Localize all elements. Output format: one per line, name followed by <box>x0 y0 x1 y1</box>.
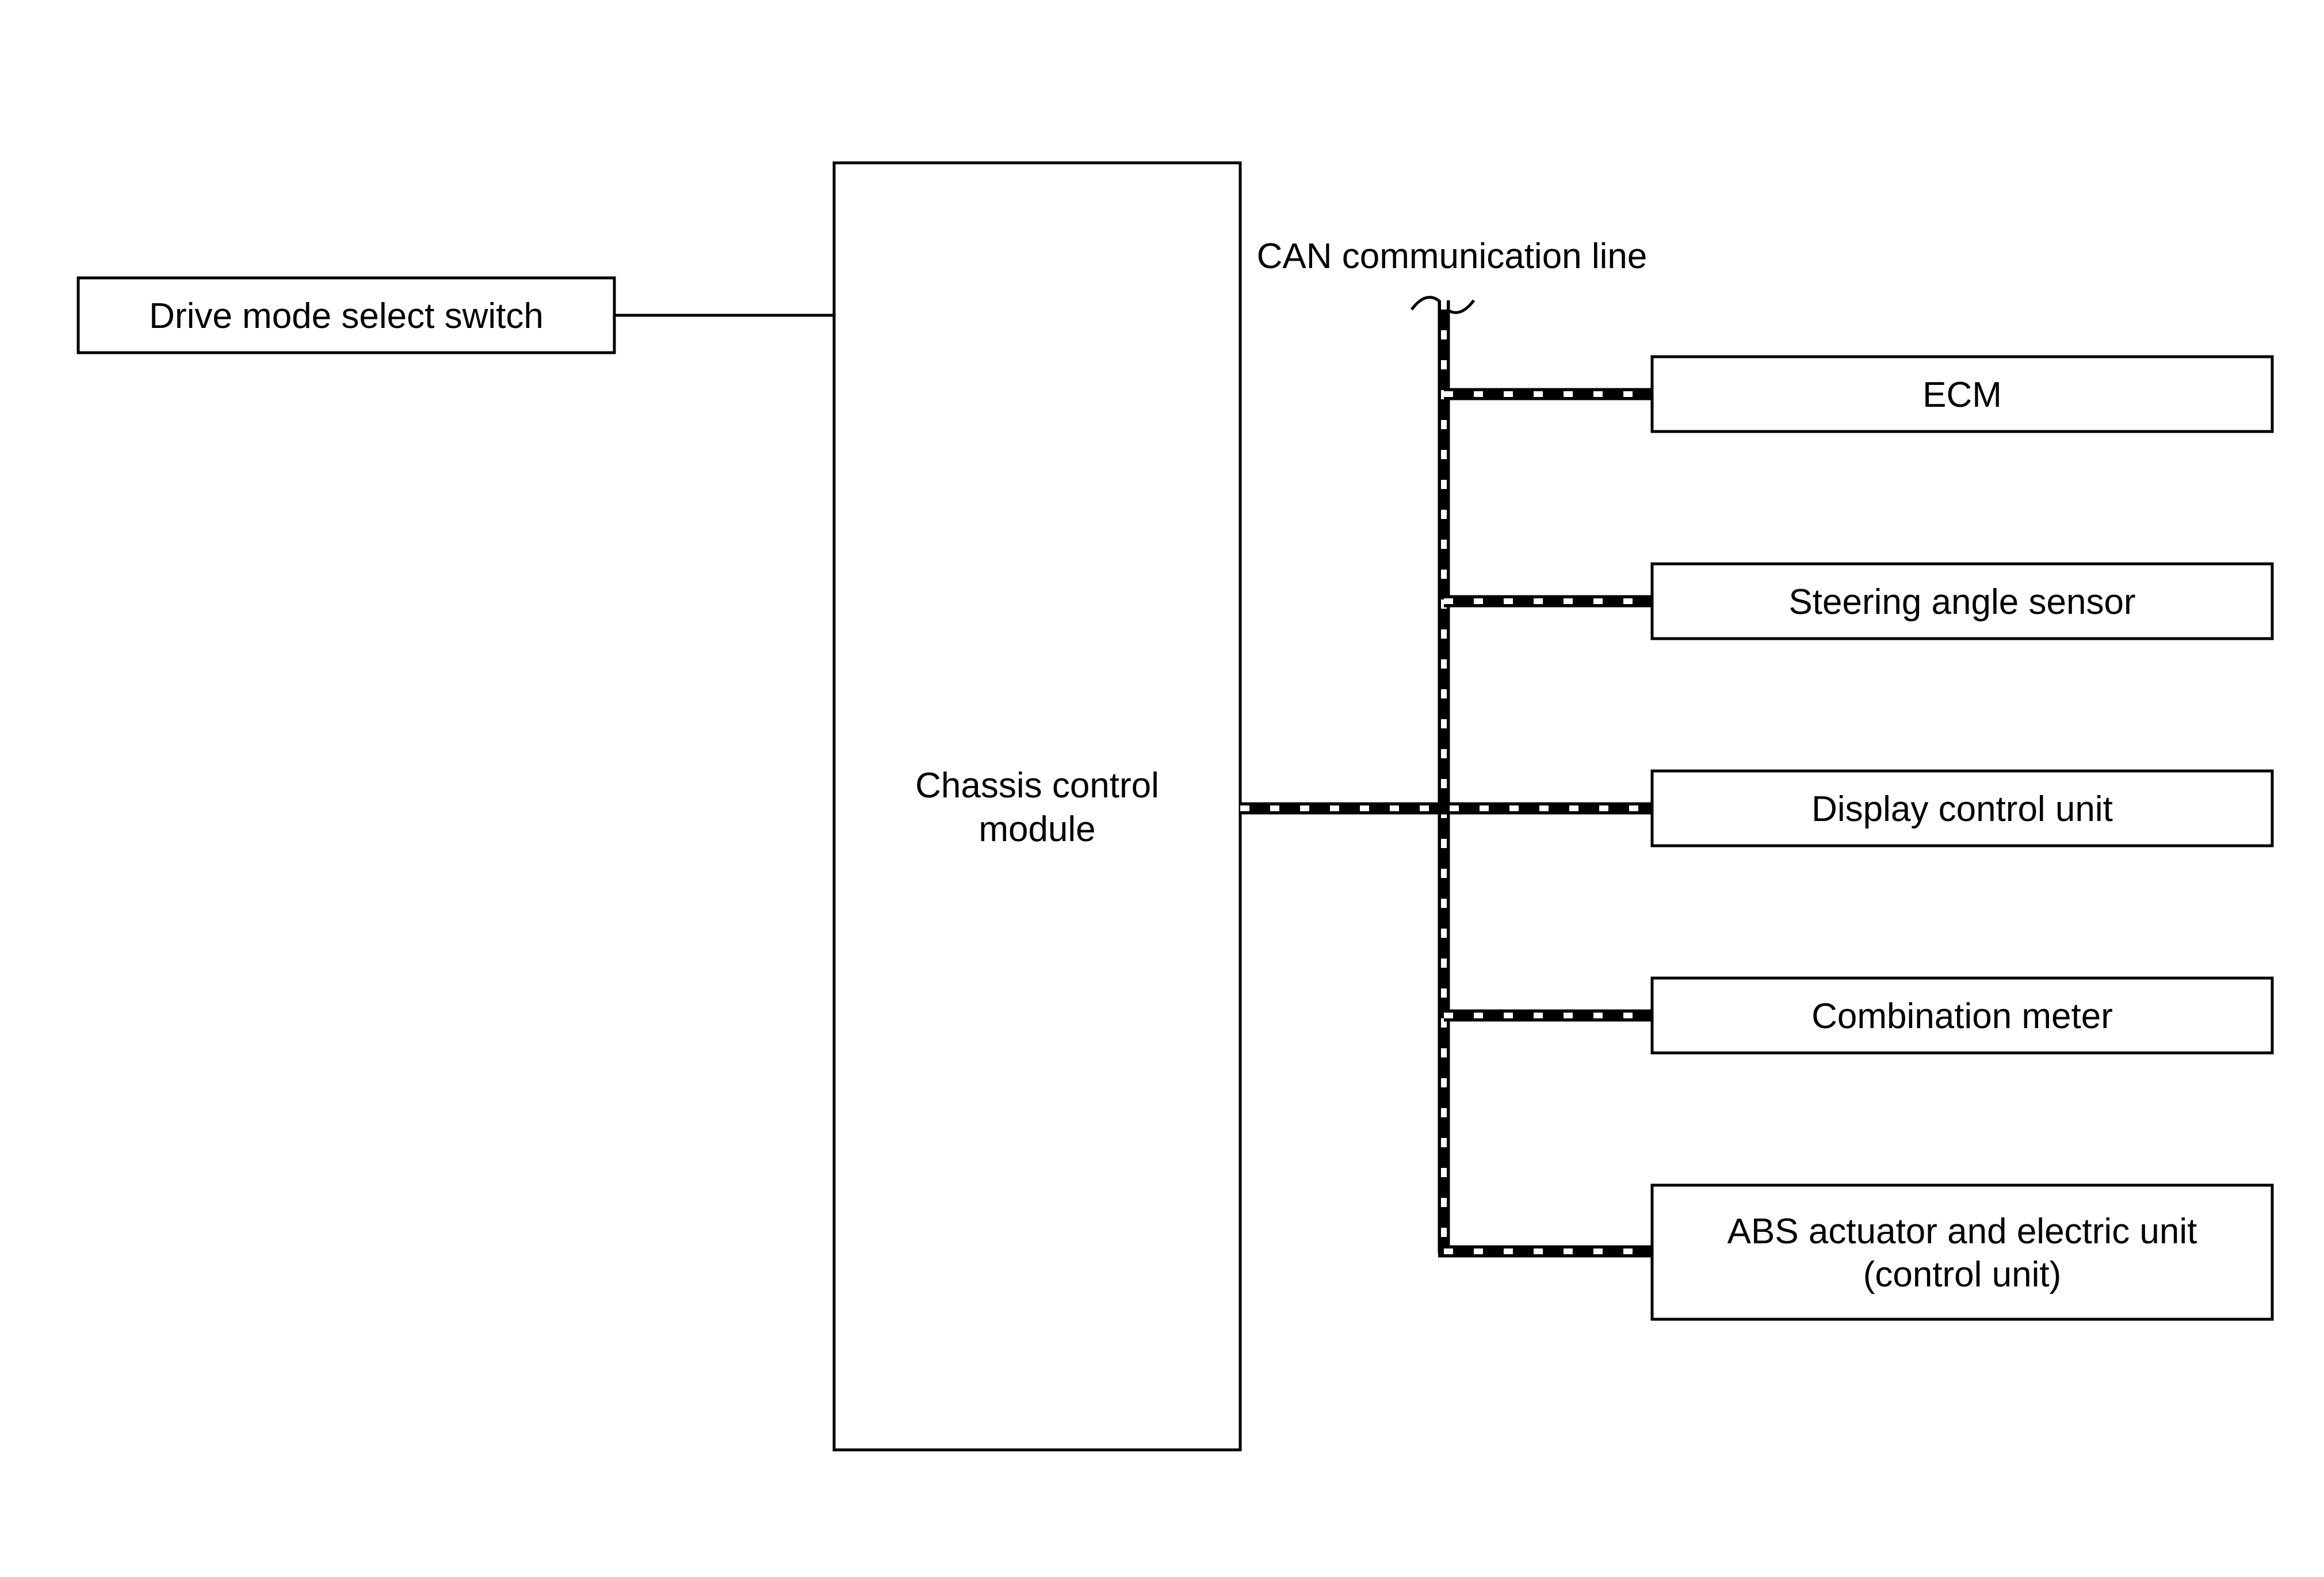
ecm-block: ECM <box>1650 355 2274 433</box>
chassis-control-module-label-line1: Chassis control <box>915 766 1159 805</box>
steering-angle-sensor-block: Steering angle sensor <box>1650 562 2274 640</box>
drive-mode-select-switch-label: Drive mode select switch <box>149 296 544 336</box>
chassis-control-module-label-line2: module <box>978 809 1095 849</box>
display-control-unit-block: Display control unit <box>1650 769 2274 847</box>
abs-actuator-label-line2: (control unit) <box>1863 1255 2062 1295</box>
combination-meter-label: Combination meter <box>1811 996 2113 1036</box>
steering-angle-sensor-label: Steering angle sensor <box>1788 582 2135 622</box>
abs-actuator-block: ABS actuator and electric unit (control … <box>1650 1183 2274 1321</box>
can-communication-line-label: CAN communication line <box>1257 236 1648 276</box>
combination-meter-block: Combination meter <box>1650 976 2274 1055</box>
ecm-label: ECM <box>1922 375 2002 415</box>
chassis-control-module-block: Chassis control module <box>832 161 1242 1452</box>
drive-mode-select-switch-block: Drive mode select switch <box>77 276 616 354</box>
abs-actuator-label-line1: ABS actuator and electric unit <box>1727 1212 2197 1251</box>
display-control-unit-label: Display control unit <box>1811 789 2113 829</box>
